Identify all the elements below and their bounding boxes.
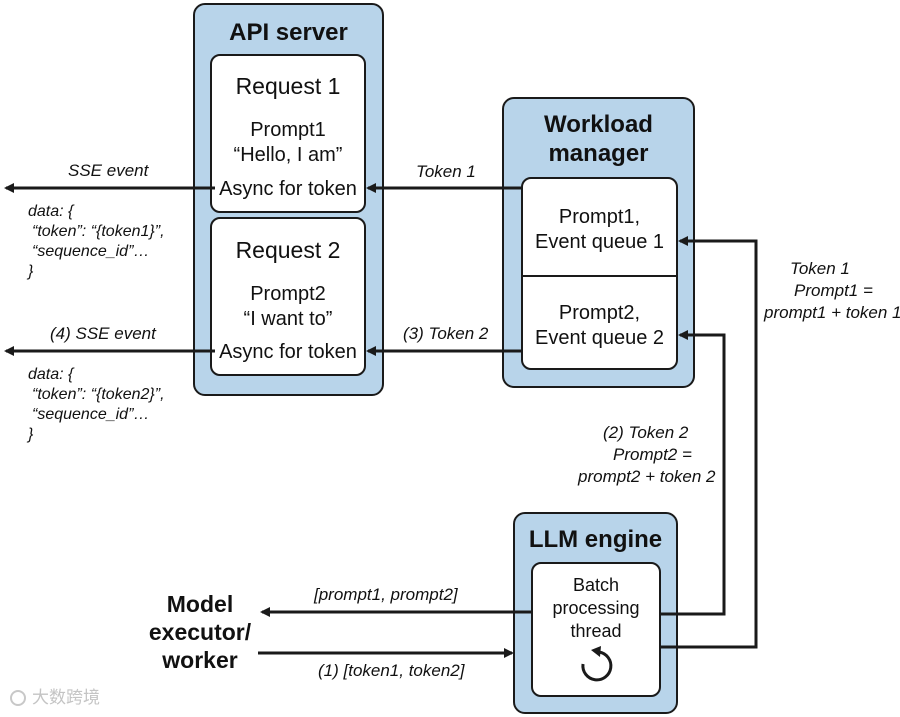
model-executor-line1: Model [166,591,234,617]
queue1-line1: Prompt1, [558,206,641,228]
queue-divider [523,275,676,277]
token2-update-arrow [661,330,726,616]
request1-prompt: Prompt1 [250,119,326,141]
token1-label: Token 1 [416,162,476,181]
request1-text: “Hello, I am” [233,144,343,166]
payload1-line2: “token”: “{token1}”, [32,223,165,240]
payload1-line3: “sequence_id”… [32,243,150,260]
watermark-text: 大数跨境 [32,688,100,707]
request2-prompt: Prompt2 [250,283,326,305]
refresh-loop-icon [581,646,613,682]
queue1-line2: Event queue 1 [535,231,664,253]
token2-update-line1: (2) Token 2 [603,423,689,442]
queue2-line2: Event queue 2 [535,327,664,349]
token2-update-line3: prompt2 + token 2 [578,467,716,486]
payload2-line2: “token”: “{token2}”, [32,386,165,403]
queue2-line1: Prompt2, [558,302,641,324]
prompts-batch-label: [prompt1, prompt2] [314,585,458,604]
watermark-logo-icon [10,690,26,706]
tokens-batch-label: (1) [token1, token2] [318,661,465,680]
payload1-line4: } [28,263,34,280]
batch-thread-line1: Batch [572,575,620,595]
token2-label: (3) Token 2 [403,324,489,343]
payload2-line1: data: { [28,366,74,383]
model-executor-line3: worker [162,647,238,673]
batch-thread-line3: thread [570,621,622,641]
request2-async: Async for token [219,341,357,363]
payload2-line4: } [28,426,34,443]
sse-event-1-label: SSE event [68,161,149,180]
llm-engine-title: LLM engine [528,526,663,553]
payload2-line3: “sequence_id”… [32,406,150,423]
request2-text: “I want to” [243,308,333,330]
batch-thread-box: Batch processing thread [531,562,661,697]
batch-thread-line2: processing [552,598,640,618]
model-executor-line2: executor/ [148,619,252,645]
api-server-title: API server [229,19,348,46]
request1-async: Async for token [219,178,357,200]
workload-manager-title-line2: manager [548,140,649,167]
token2-update-line2: Prompt2 = [613,445,692,464]
payload1-line1: data: { [28,203,74,220]
sse-event-2-label: (4) SSE event [50,324,156,343]
token1-update-arrow [661,236,758,649]
token1-update-line3: prompt1 + token 1 [764,303,900,322]
request1-box: Request 1 Prompt1 “Hello, I am” Async fo… [210,54,366,213]
request2-box: Request 2 Prompt2 “I want to” Async for … [210,217,366,376]
token1-update-line2: Prompt1 = [794,281,873,300]
workload-manager-title-line1: Workload [544,111,653,138]
request2-title: Request 2 [235,237,341,263]
request1-title: Request 1 [235,73,341,99]
event-queue-box: Prompt1, Event queue 1 Prompt2, Event qu… [521,177,678,370]
token1-update-line1: Token 1 [790,259,850,278]
